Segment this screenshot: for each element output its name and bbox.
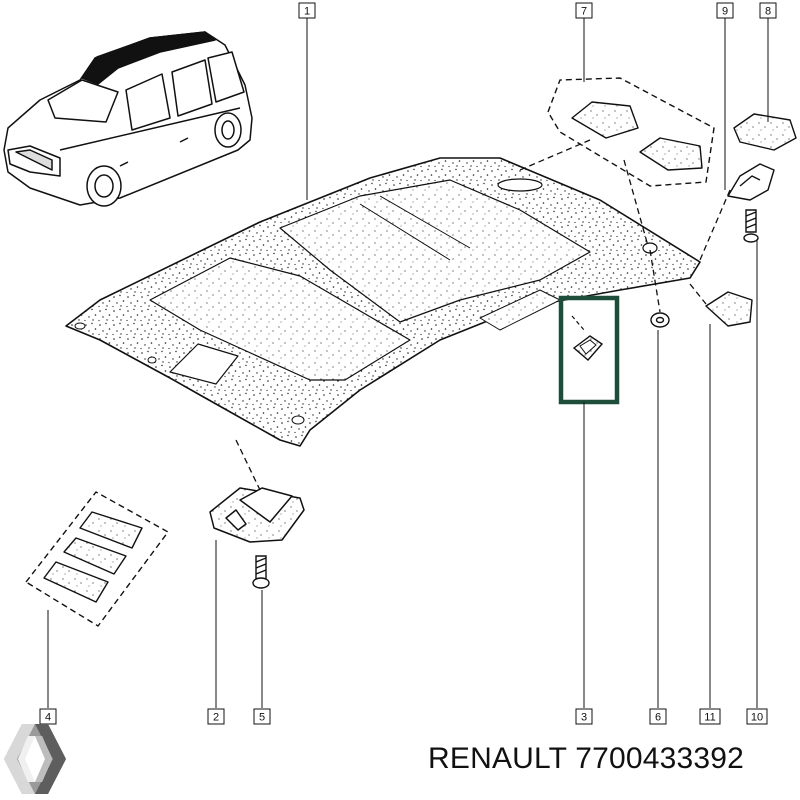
svg-text:2: 2 [213, 712, 219, 724]
svg-text:4: 4 [45, 712, 51, 724]
coat-hook [727, 163, 775, 201]
vanity-lamp-highlight [558, 295, 620, 405]
car-illustration [3, 31, 253, 207]
svg-text:1: 1 [304, 6, 310, 18]
lens-kit-group [24, 491, 170, 627]
svg-text:6: 6 [655, 712, 661, 724]
callout-10: 10 [746, 708, 768, 725]
part-caption: RENAULT 7700433392 [428, 742, 744, 776]
svg-text:7: 7 [581, 6, 587, 18]
hook-screw [743, 209, 759, 243]
callout-7: 7 [575, 2, 593, 19]
svg-text:3: 3 [581, 712, 587, 724]
callout-1: 1 [298, 2, 316, 19]
rear-clip-group [547, 77, 715, 187]
callout-11: 11 [699, 708, 721, 725]
assembly-lines [235, 139, 731, 491]
console-screw [252, 555, 270, 589]
callout-boxes: 1 7 9 8 4 2 5 3 6 11 10 [39, 2, 777, 725]
grommet [650, 312, 670, 328]
leader-lines [47, 18, 769, 708]
svg-text:8: 8 [765, 6, 771, 18]
svg-text:9: 9 [722, 6, 728, 18]
renault-diamond-logo [4, 724, 66, 794]
top-right-bracket [733, 113, 797, 151]
callout-9: 9 [716, 2, 734, 19]
svg-text:5: 5 [259, 712, 265, 724]
headliner-panel [65, 157, 701, 447]
callout-8: 8 [759, 2, 777, 19]
svg-text:11: 11 [704, 712, 715, 724]
part-number: 7700433392 [575, 742, 745, 775]
callout-3: 3 [575, 708, 593, 725]
callout-2: 2 [207, 708, 225, 725]
side-clip [705, 291, 753, 327]
brand-name: RENAULT [428, 742, 567, 775]
callout-6: 6 [649, 708, 667, 725]
front-console-bracket [209, 487, 305, 543]
callout-5: 5 [253, 708, 271, 725]
svg-text:10: 10 [751, 712, 763, 724]
